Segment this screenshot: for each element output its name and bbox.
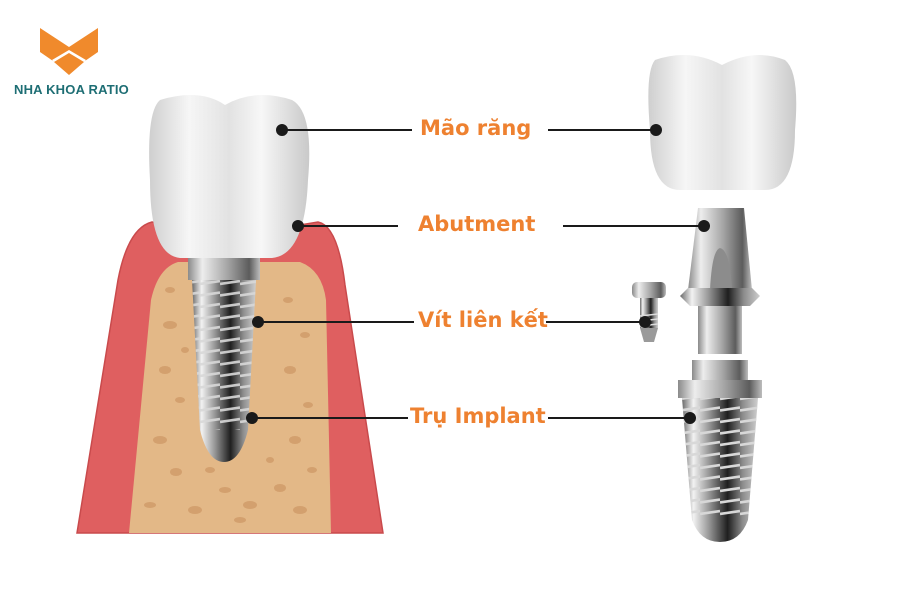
fox-head-logo-icon — [40, 28, 98, 76]
label-implant: Trụ Implant — [410, 404, 546, 428]
separate-crown — [648, 55, 797, 190]
label-screw: Vít liên kết — [418, 308, 548, 332]
label-crown: Mão răng — [420, 116, 532, 140]
brand-name: NHA KHOA RATIO — [14, 82, 129, 97]
assembled-crown — [149, 95, 310, 258]
assembled-implant — [188, 258, 260, 462]
separate-abutment — [680, 208, 760, 354]
leader-lines — [246, 124, 710, 424]
label-abutment: Abutment — [418, 212, 536, 236]
separate-screw — [632, 282, 666, 342]
separate-implant-post — [678, 360, 762, 542]
